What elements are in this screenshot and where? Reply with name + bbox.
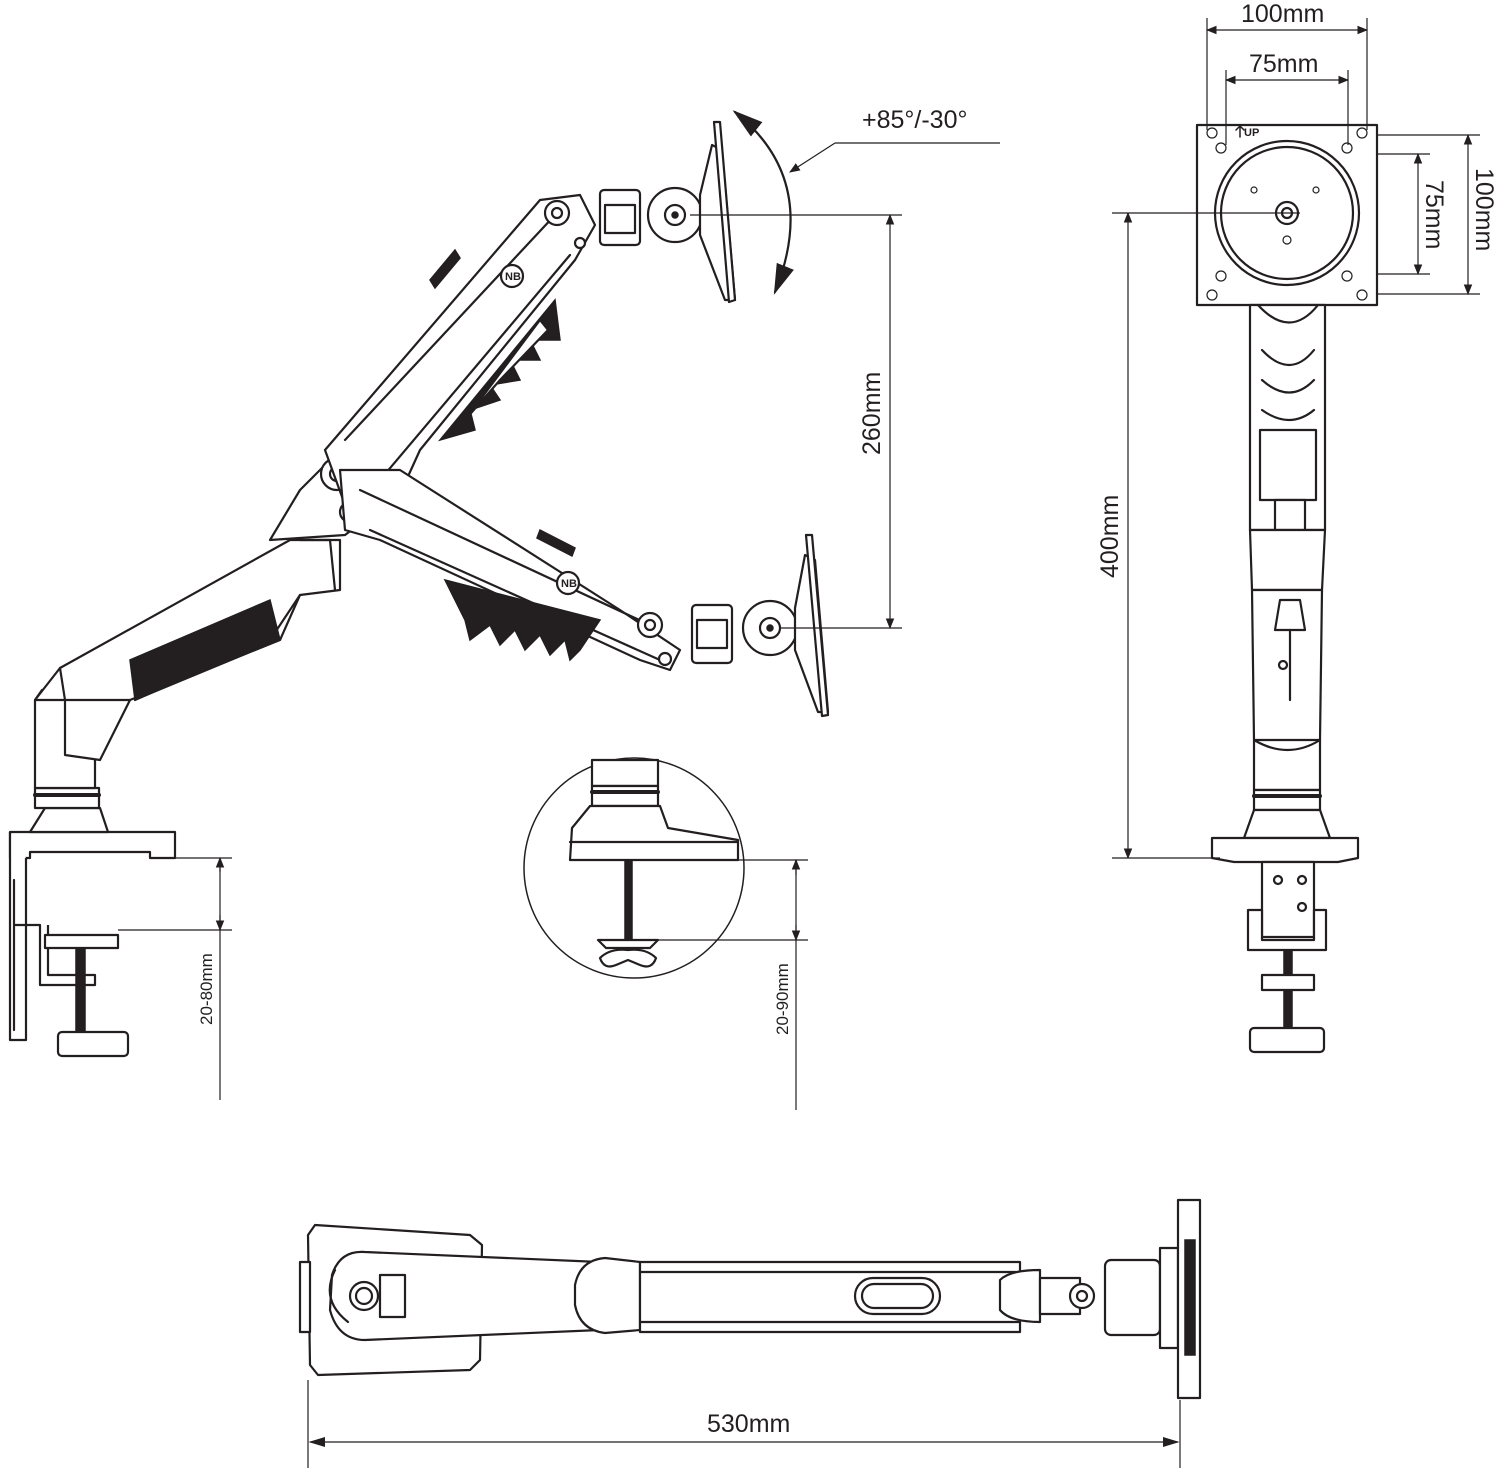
- clamp-range-label: 20-80mm: [197, 953, 216, 1025]
- max-height-label: 400mm: [1096, 495, 1124, 578]
- vesa-head-upper: [598, 120, 737, 304]
- tilt-label: +85°/-30°: [862, 106, 967, 134]
- clamp-range-dimension: 20-80mm: [118, 856, 232, 1100]
- side-view: NB NB: [8, 106, 1000, 1100]
- vesa-outer-width-label: 100mm: [1241, 0, 1324, 28]
- desk-clamp: [8, 830, 177, 1058]
- vesa-head-lower: [690, 533, 830, 718]
- vesa-inner-height-label: 75mm: [1420, 180, 1448, 249]
- vesa-outer-width-dimension: 100mm: [1205, 0, 1369, 130]
- vesa-inner-height-dimension: 75mm: [1378, 152, 1448, 276]
- vertical-range-dimension: 260mm: [690, 213, 902, 630]
- upper-arm-raised: NB: [323, 193, 597, 507]
- logo-upper: NB: [505, 271, 521, 283]
- arm-reach-label: 530mm: [707, 1410, 790, 1438]
- front-view: UP: [1096, 0, 1498, 1054]
- vesa-inner-width-label: 75mm: [1249, 50, 1318, 78]
- vesa-plate: UP: [1195, 123, 1379, 307]
- front-arm-column: [1210, 303, 1360, 864]
- grommet-detail: 20-90mm: [523, 757, 808, 1110]
- tilt-indicator: +85°/-30°: [732, 106, 1000, 295]
- vesa-inner-width-dimension: 75mm: [1224, 50, 1350, 145]
- vesa-outer-height-label: 100mm: [1470, 168, 1498, 251]
- grommet-range-label: 20-90mm: [773, 963, 792, 1035]
- max-height-dimension: 400mm: [1096, 211, 1300, 860]
- upper-arm-lowered: NB: [338, 468, 682, 672]
- lower-arm: [33, 538, 342, 762]
- vesa-outer-height-dimension: 100mm: [1378, 133, 1498, 296]
- top-view: 530mm: [298, 1198, 1202, 1468]
- front-clamp: [1246, 860, 1328, 1054]
- plate-up-marking: UP: [1244, 127, 1259, 139]
- vertical-range-label: 260mm: [858, 372, 886, 455]
- logo-lower: NB: [561, 578, 577, 590]
